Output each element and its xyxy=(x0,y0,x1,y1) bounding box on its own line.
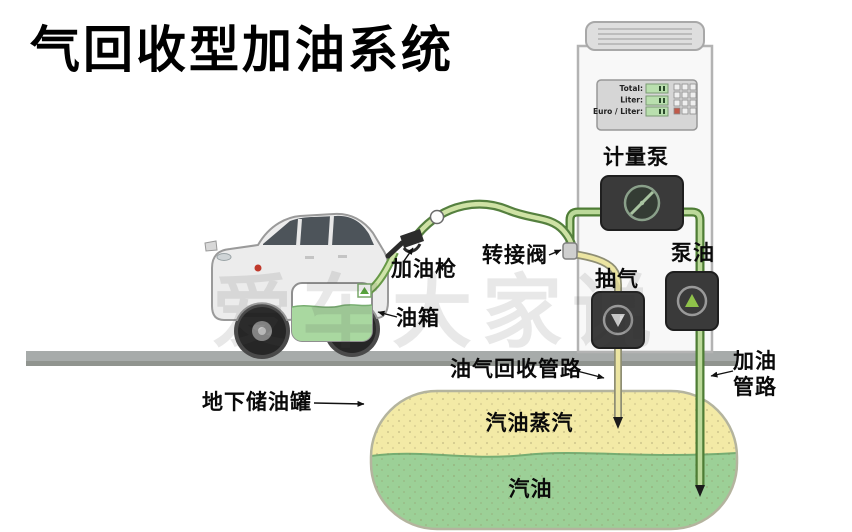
door-handle xyxy=(338,255,347,258)
leader-nozzle xyxy=(403,247,414,262)
vapor-recovery-pipe-label: 油气回收管路 xyxy=(450,358,582,381)
ground-line xyxy=(26,351,738,366)
side-mirror-icon xyxy=(204,240,218,252)
vent-grille xyxy=(598,28,692,45)
underground-storage-tank xyxy=(369,389,739,531)
leader-car-tank xyxy=(377,310,398,318)
vapor-suction-label: 抽气 xyxy=(595,268,639,291)
fuel-pump-label: 泵油 xyxy=(671,242,715,265)
lcd-readouts xyxy=(645,83,669,117)
leader-fuel-pipe xyxy=(710,370,734,378)
car xyxy=(204,212,399,359)
display-row-liter: Liter: xyxy=(620,96,643,105)
gasoline-vapor-label: 汽油蒸汽 xyxy=(485,412,574,435)
gasoline-label: 汽油 xyxy=(508,478,553,501)
car-tank-label: 油箱 xyxy=(396,307,440,330)
fuel-pump-box xyxy=(665,271,719,331)
keypad xyxy=(673,83,697,115)
metering-pump-label: 计量泵 xyxy=(603,146,669,169)
underground-tank-label: 地下储油罐 xyxy=(202,391,312,414)
display-row-total: Total: xyxy=(620,84,644,93)
transfer-valve-label: 转接阀 xyxy=(482,244,548,267)
fuel-hose xyxy=(413,199,577,257)
nozzle-label: 加油枪 xyxy=(391,258,457,281)
headlight-icon xyxy=(216,253,232,261)
leader-lines xyxy=(313,247,734,407)
vapor-suction-pump-box xyxy=(591,291,645,349)
car-fuel-tank-cutaway xyxy=(291,250,399,342)
dispenser-top-cap xyxy=(585,21,705,51)
transfer-valve-fitting xyxy=(562,242,578,260)
gauge-icon xyxy=(623,184,661,222)
down-triangle-icon xyxy=(611,314,625,327)
fuel-nozzle-icon xyxy=(385,229,424,259)
vapor-pipe-outlet-arrow xyxy=(613,417,623,429)
metering-pump-box xyxy=(600,175,684,231)
window-pillars xyxy=(296,215,334,247)
page-title: 气回收型加油系统 xyxy=(30,22,454,78)
flow-up-arrow-icon xyxy=(360,287,369,294)
fuel-pipe-outlet-arrow xyxy=(695,485,705,497)
hose-swivel-icon xyxy=(429,209,445,225)
leader-vapor-recovery-pipe xyxy=(576,370,605,380)
door-handle xyxy=(305,256,314,259)
up-triangle-icon xyxy=(685,294,699,307)
leader-transfer-valve xyxy=(548,249,562,256)
car-windows xyxy=(263,215,374,245)
leader-underground-tank xyxy=(313,400,365,407)
fuel-pipe-label: 加油 管路 xyxy=(733,350,777,400)
dispenser-display: Total: Liter: Euro / Liter: xyxy=(593,79,698,131)
display-row-euro-liter: Euro / Liter: xyxy=(593,107,643,116)
vapor-recovery-pipe xyxy=(572,250,623,429)
car-badge xyxy=(254,264,262,272)
